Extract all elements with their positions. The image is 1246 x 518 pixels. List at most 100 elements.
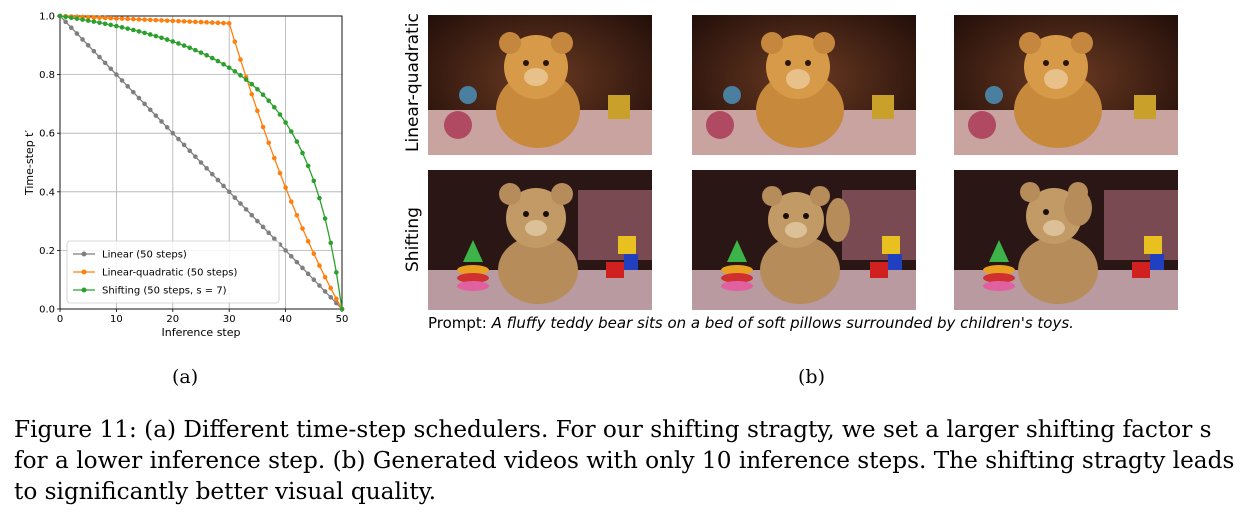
series-point bbox=[334, 270, 339, 275]
series-point bbox=[136, 29, 142, 34]
series-point bbox=[159, 119, 164, 124]
prompt-text: A fluffy teddy bear sits on a bed of sof… bbox=[491, 314, 1074, 332]
series-point bbox=[272, 104, 277, 110]
series-point bbox=[125, 84, 130, 89]
series-point bbox=[221, 20, 226, 26]
series-point bbox=[283, 185, 288, 190]
y-tick-label: 0.0 bbox=[39, 305, 55, 316]
series-point bbox=[142, 17, 147, 22]
series-point bbox=[339, 306, 345, 312]
series-point bbox=[238, 57, 243, 62]
series-point bbox=[266, 230, 271, 236]
y-tick-label: 0.6 bbox=[39, 129, 55, 140]
shifting-frame-1 bbox=[428, 170, 652, 310]
series-point bbox=[136, 17, 142, 22]
series-point bbox=[198, 160, 204, 165]
series-point bbox=[311, 178, 317, 184]
x-axis-label: Inference step bbox=[162, 326, 241, 339]
series-point bbox=[91, 19, 97, 24]
legend-label: Linear-quadratic (50 steps) bbox=[102, 268, 237, 279]
series-point bbox=[238, 73, 243, 78]
series-point bbox=[97, 15, 102, 21]
series-point bbox=[181, 142, 187, 148]
series-point bbox=[74, 16, 80, 21]
y-tick-label: 0.8 bbox=[39, 70, 55, 81]
x-tick-label: 0 bbox=[57, 314, 63, 325]
series-point bbox=[114, 16, 119, 21]
series-point bbox=[131, 89, 136, 95]
series-point bbox=[255, 86, 260, 92]
series-point bbox=[209, 171, 215, 177]
series-point bbox=[108, 22, 114, 28]
legend-label: Linear (50 steps) bbox=[102, 250, 187, 261]
series-point bbox=[232, 39, 238, 44]
series-point bbox=[215, 177, 221, 183]
series-point bbox=[266, 98, 271, 103]
series-point bbox=[328, 240, 334, 246]
series-point bbox=[294, 139, 300, 144]
prompt-label: Prompt: bbox=[428, 314, 487, 332]
series-point bbox=[57, 13, 63, 19]
series-point bbox=[153, 17, 159, 23]
series-point bbox=[187, 45, 193, 51]
series-point bbox=[119, 25, 125, 30]
series-point bbox=[102, 60, 108, 66]
series-point bbox=[181, 19, 187, 24]
series-point bbox=[147, 107, 153, 113]
y-tick-label: 1.0 bbox=[39, 12, 55, 23]
series-point bbox=[305, 163, 311, 169]
linear-quadratic-frame-2 bbox=[692, 15, 916, 155]
series-point bbox=[102, 15, 108, 21]
plot-frame bbox=[59, 15, 343, 310]
series-point bbox=[266, 140, 271, 146]
series-point bbox=[328, 285, 334, 291]
linear-quadratic-frame-3 bbox=[954, 15, 1178, 155]
series-point bbox=[243, 207, 249, 212]
series-point bbox=[125, 16, 130, 22]
series-point bbox=[204, 166, 209, 171]
series-point bbox=[176, 136, 181, 142]
series-point bbox=[80, 37, 85, 42]
legend-swatch-marker bbox=[81, 269, 87, 275]
series-point bbox=[334, 296, 339, 302]
series-point bbox=[283, 248, 288, 253]
x-tick-label: 10 bbox=[110, 314, 123, 325]
series-point bbox=[142, 30, 147, 36]
series-point bbox=[288, 129, 294, 134]
linear-quadratic-frame-1 bbox=[428, 15, 652, 155]
series-point bbox=[322, 216, 328, 221]
series-point bbox=[170, 130, 176, 136]
series-point bbox=[80, 17, 85, 22]
x-tick-label: 40 bbox=[279, 314, 292, 325]
series-point bbox=[147, 32, 153, 37]
series-point bbox=[147, 17, 153, 23]
series-point bbox=[131, 27, 136, 33]
series-point bbox=[209, 55, 215, 61]
series-point bbox=[232, 69, 238, 74]
y-axis-label: Time-step t′ bbox=[23, 130, 36, 196]
legend-swatch-marker bbox=[81, 251, 87, 257]
series-point bbox=[255, 108, 260, 114]
series-point bbox=[176, 41, 181, 46]
series-point bbox=[153, 113, 159, 118]
series-point bbox=[243, 77, 249, 82]
series-point bbox=[63, 19, 68, 25]
series-point bbox=[114, 23, 119, 29]
series-point bbox=[249, 91, 255, 97]
x-tick-label: 30 bbox=[223, 314, 236, 325]
series-point bbox=[322, 274, 328, 280]
series-point bbox=[317, 263, 322, 268]
series-point bbox=[74, 31, 80, 36]
series-point bbox=[215, 58, 221, 64]
x-tick-label: 20 bbox=[166, 314, 179, 325]
series-point bbox=[159, 18, 164, 23]
series-point bbox=[91, 48, 97, 54]
sublabel-a: (a) bbox=[172, 366, 199, 388]
series-point bbox=[260, 124, 266, 130]
series-point bbox=[164, 125, 170, 130]
sublabel-b: (b) bbox=[798, 366, 825, 388]
series-point bbox=[85, 43, 91, 48]
series-point bbox=[300, 265, 305, 271]
legend-swatch-marker bbox=[81, 287, 87, 293]
series-point bbox=[260, 224, 266, 230]
